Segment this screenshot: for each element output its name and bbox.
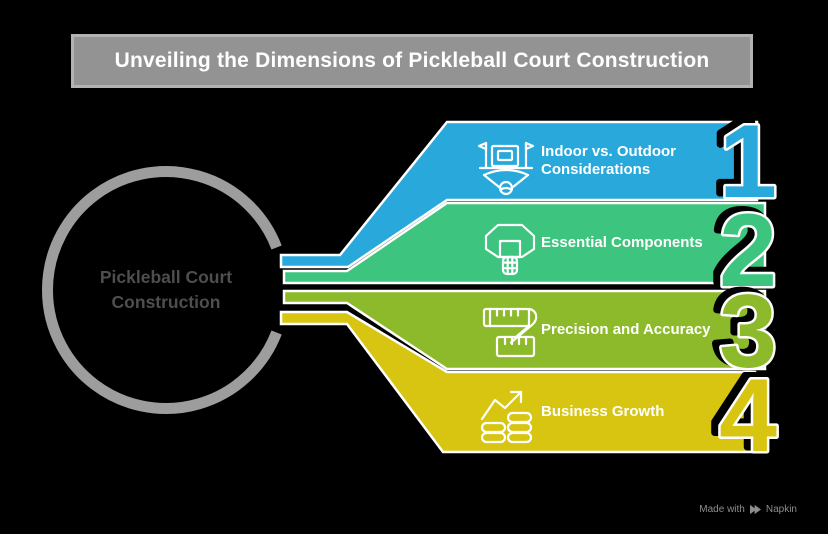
step-number-4: 4 4 xyxy=(710,351,780,477)
svg-text:4: 4 xyxy=(719,358,777,474)
title-banner: Unveiling the Dimensions of Pickleball C… xyxy=(71,34,753,88)
step-label-3: Precision and Accuracy xyxy=(541,321,711,338)
step-label-2: Essential Components xyxy=(541,234,703,251)
svg-text:2: 2 xyxy=(713,189,771,305)
svg-text:3: 3 xyxy=(719,274,777,390)
center-circle-ring xyxy=(42,166,282,414)
measuring-tape-icon xyxy=(482,307,538,358)
page-title: Unveiling the Dimensions of Pickleball C… xyxy=(114,49,710,72)
basketball-hoop-icon xyxy=(484,223,536,276)
step-number-1: 1 1 xyxy=(710,97,780,223)
ribbon-step-1 xyxy=(279,120,759,269)
ribbon-step-2 xyxy=(282,201,767,285)
svg-text:3: 3 xyxy=(713,270,771,386)
footer-watermark: Made with Napkin xyxy=(699,504,797,515)
napkin-logo-icon xyxy=(749,504,761,515)
step-label-4: Business Growth xyxy=(541,403,665,420)
napkin-brand-text: Napkin xyxy=(765,504,797,515)
center-label: Pickleball Court Construction xyxy=(99,266,233,312)
step-number-2: 2 2 xyxy=(710,186,780,312)
court-scoreboard-icon xyxy=(477,141,535,196)
ribbon-step-4 xyxy=(279,310,757,454)
step-number-3: 3 3 xyxy=(710,267,780,393)
svg-text:1: 1 xyxy=(719,104,777,220)
step-label-1: Indoor vs. Outdoor Considerations xyxy=(541,143,676,178)
made-with-text: Made with xyxy=(699,504,745,515)
svg-text:4: 4 xyxy=(713,354,771,470)
svg-text:2: 2 xyxy=(719,193,777,309)
growth-chart-icon xyxy=(480,390,533,444)
svg-text:1: 1 xyxy=(713,100,771,216)
